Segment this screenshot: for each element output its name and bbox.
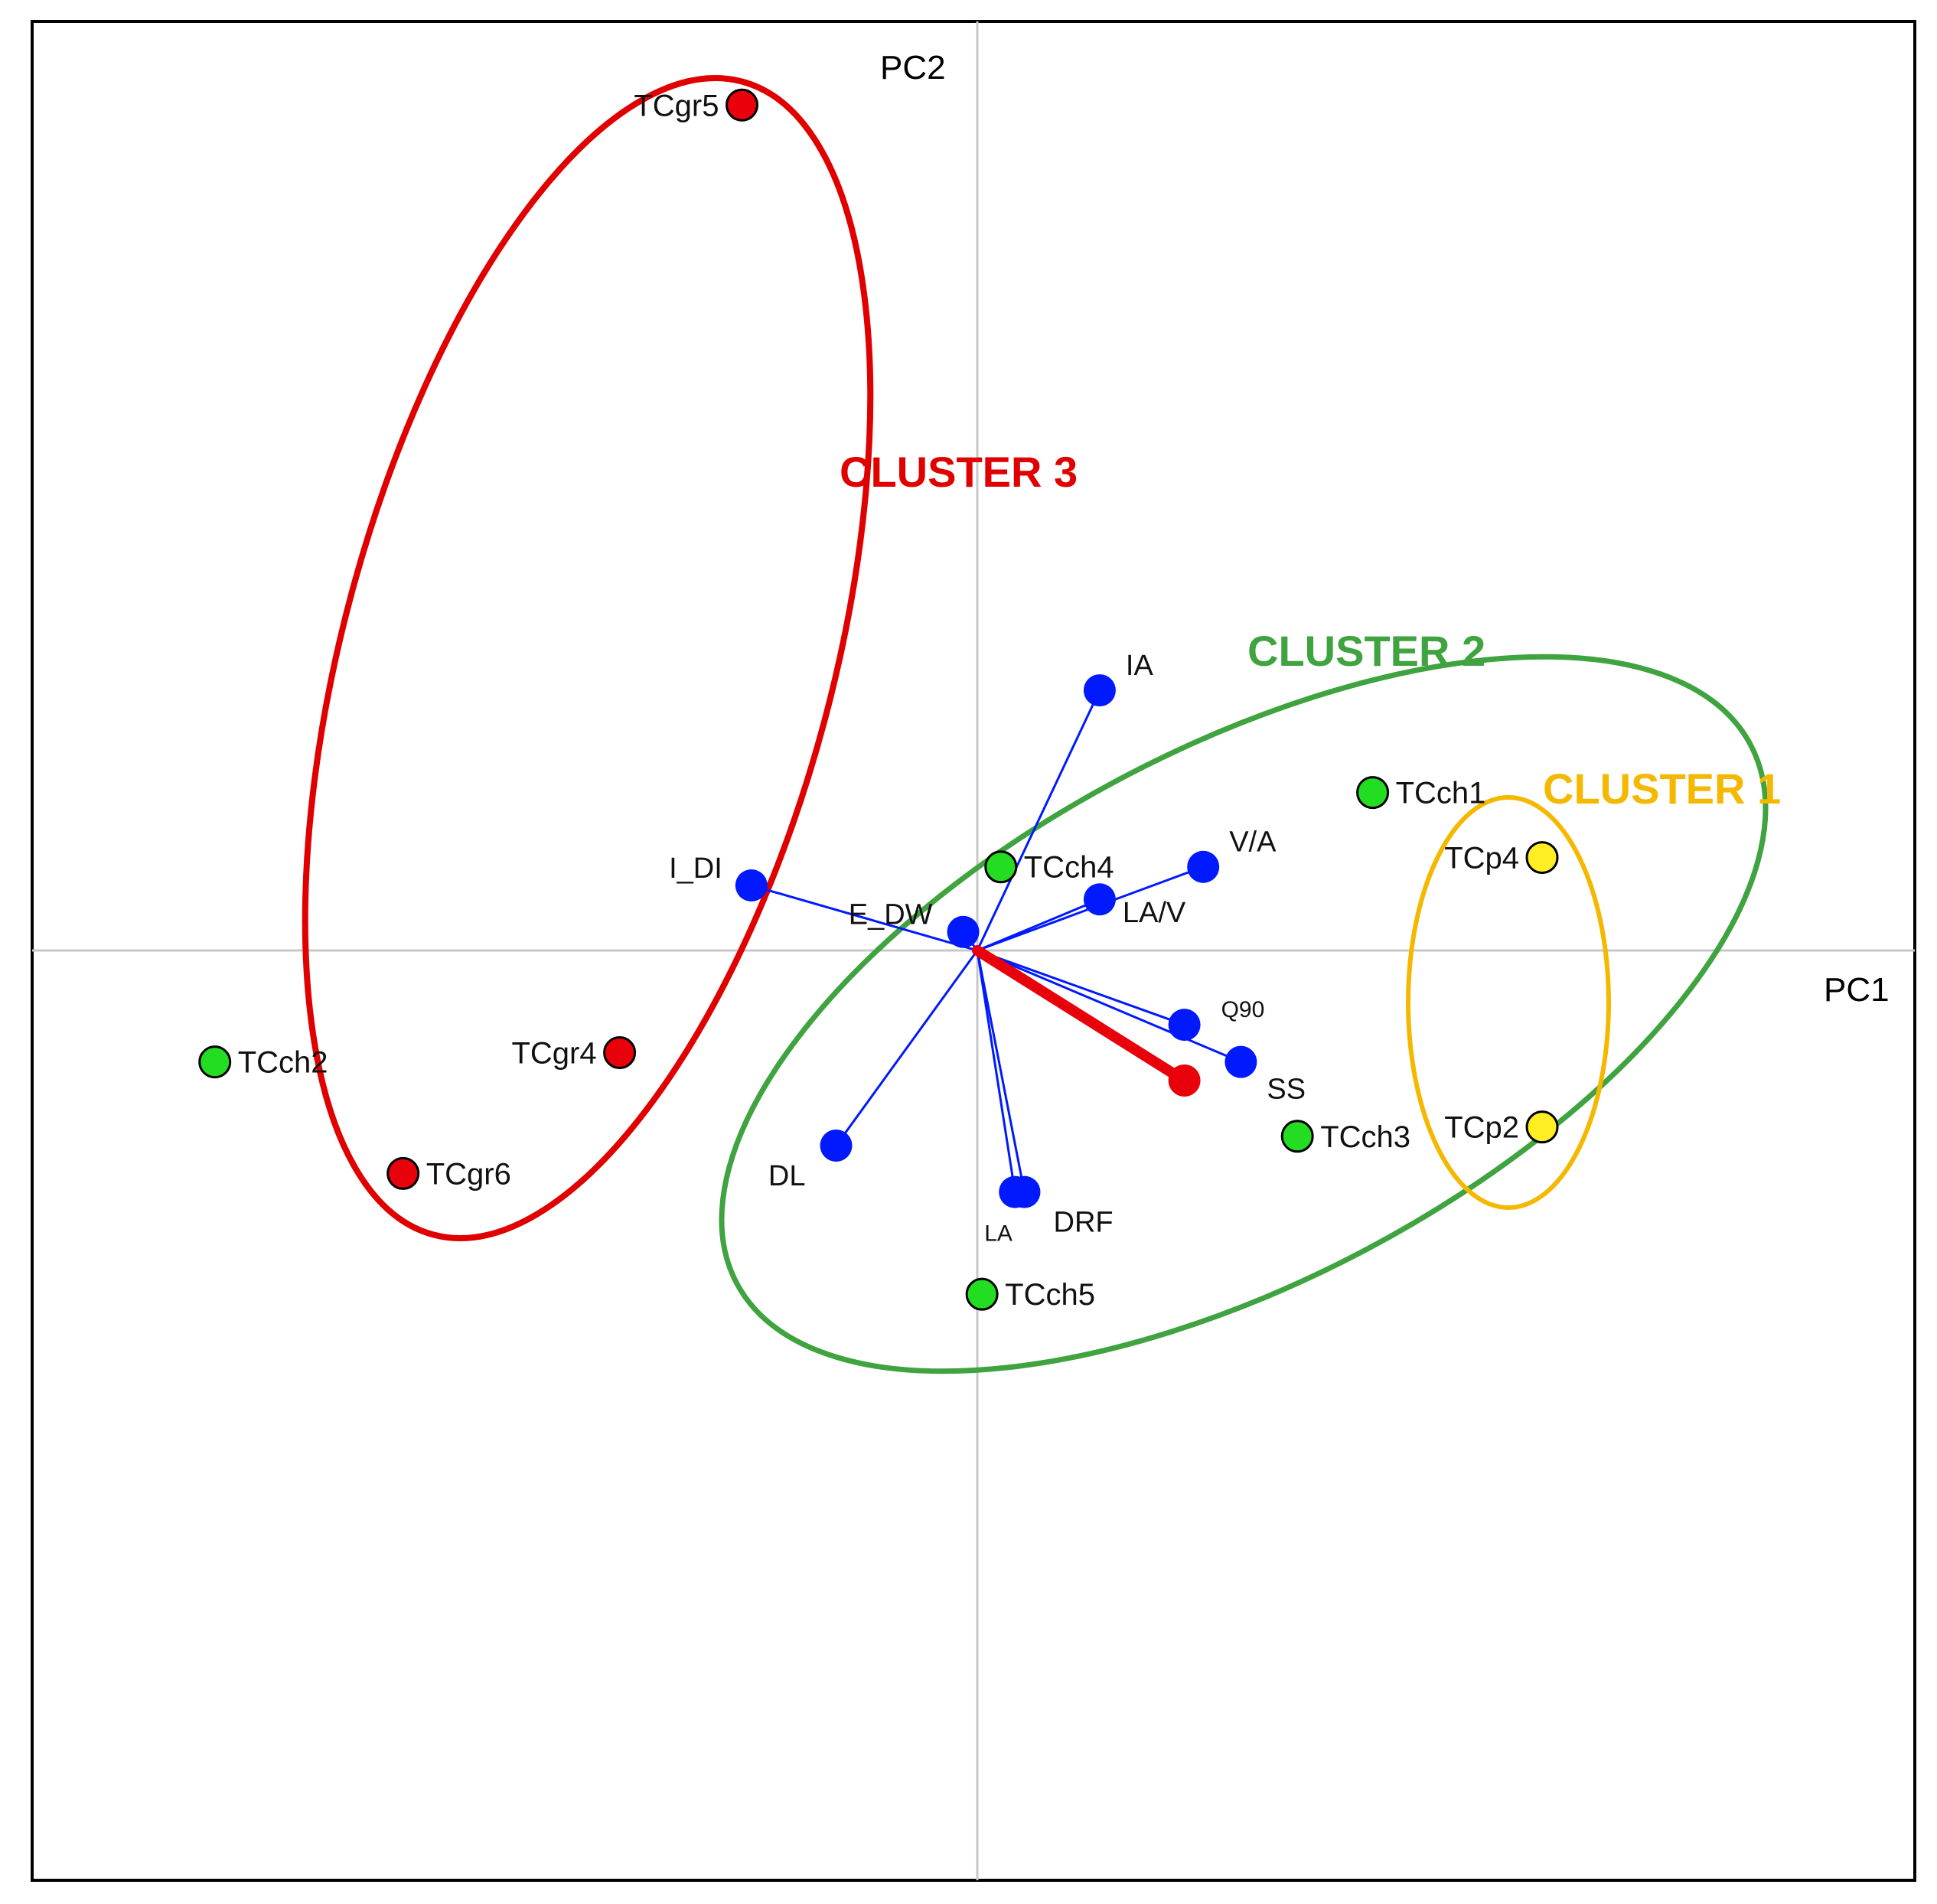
cluster-layer: CLUSTER 3 CLUSTER 2 CLUSTER 1 [302,75,1781,1374]
variable-ia-label: IA [1126,650,1154,682]
point-tcgr6-label: TCgr6 [426,1157,511,1191]
point-tcch5-marker [965,1277,999,1311]
pc2-axis-label: PC2 [880,49,946,86]
variable-dl-marker [820,1129,853,1162]
variable-i-di-vector [751,884,978,952]
cluster-1-ellipse [1406,795,1611,1210]
point-tcgr4-marker [603,1036,637,1070]
variable-v-a-label: V/A [1229,826,1277,859]
point-tcgr4-label: TCgr4 [511,1037,596,1071]
point-tcch3-label: TCch3 [1320,1120,1410,1154]
variable-e-dw-label: E_DW [849,899,933,931]
variable-la-v-label: LA/V [1123,897,1186,929]
cluster-1-label: CLUSTER 1 [1543,765,1781,813]
variable-la-v-marker [1083,883,1116,916]
variable-ss-vector [977,949,1241,1064]
variable-ss-label: SS [1267,1074,1306,1106]
supplementary-vector [972,945,1190,1086]
variable-i-di-label: I_DI [669,853,722,885]
point-tcp4-label: TCp4 [1444,842,1519,875]
point-tcgr5-marker [726,88,758,122]
variable-q90-marker [1168,1009,1201,1042]
cluster-2-label: CLUSTER 2 [1247,627,1485,675]
variable-drf-label: DRF [1054,1207,1114,1239]
variable-v-a-marker [1187,850,1220,883]
point-tcch1-label: TCch1 [1396,777,1486,810]
point-tcgr6-marker [386,1156,420,1190]
point-tcp2-label: TCp2 [1444,1111,1519,1145]
variable-q90-label: Q90 [1221,997,1265,1022]
cluster-3-ellipse [302,75,874,1241]
variable-i-di-marker [735,869,768,902]
variable-q90-vector [977,949,1185,1026]
pc1-axis-label: PC1 [1824,971,1890,1009]
point-tcch2-label: TCch2 [238,1046,328,1080]
point-tcp4-marker [1525,841,1559,875]
variable-e-dw-marker [947,915,980,948]
point-tcp2-marker [1525,1110,1559,1144]
point-tcch1-marker [1356,776,1390,810]
point-tcch5-label: TCch5 [1005,1278,1095,1312]
variable-ia-marker [1083,674,1116,707]
cluster-3-label: CLUSTER 3 [840,448,1078,496]
point-tcch4-marker [984,850,1018,884]
variable-drf-vector [976,950,1026,1192]
supplementary-vector-marker [1168,1064,1201,1097]
cluster-2-ellipse [719,654,1769,1374]
point-tcch2-marker [198,1045,232,1079]
variable-drf-marker [1008,1175,1041,1208]
variable-la-label: LA [984,1221,1013,1247]
variable-dl-label: DL [768,1160,806,1192]
variable-ss-marker [1224,1045,1257,1078]
point-tcch4-label: TCch4 [1024,851,1114,885]
point-tcch3-marker [1280,1120,1314,1153]
variable-la-vector [976,950,1016,1192]
point-tcgr5-label: TCgr5 [634,89,719,122]
variable-ia-vector [976,690,1101,951]
variable-dl-vector [835,950,979,1146]
variable-la-v-vector [977,898,1101,952]
